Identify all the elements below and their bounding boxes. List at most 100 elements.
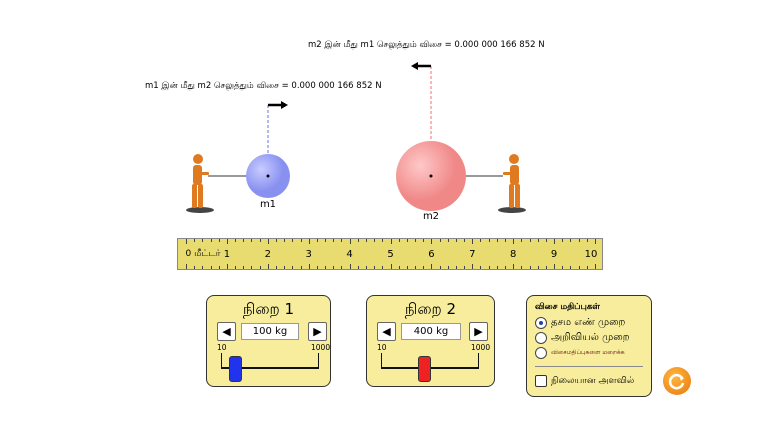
- ruler-number: 6: [428, 249, 435, 260]
- radio-decimal[interactable]: தசம எண் முறை: [535, 317, 625, 329]
- ruler-tick: [431, 239, 433, 244]
- mass1-increase-button[interactable]: ▶: [308, 322, 327, 341]
- ruler-tick: [595, 239, 596, 244]
- constant-size-checkbox[interactable]: நிலையான அளவில்: [535, 375, 634, 387]
- mass1-min-label: 10: [217, 343, 227, 352]
- ruler-tick: [537, 239, 539, 242]
- ruler-tick: [529, 266, 531, 269]
- ruler-tick: [570, 239, 572, 242]
- ruler-tick: [251, 239, 253, 242]
- ruler-tick: [357, 239, 359, 242]
- ruler-tick: [275, 239, 277, 242]
- ruler-tick: [259, 239, 261, 242]
- ruler-tick: [218, 266, 220, 269]
- ruler-tick: [365, 266, 367, 269]
- ruler-tick: [554, 239, 556, 244]
- checkbox[interactable]: [535, 375, 547, 387]
- mass1-slider-thumb[interactable]: [228, 356, 242, 382]
- ruler-tick: [341, 239, 343, 242]
- ruler-tick: [455, 266, 457, 269]
- ruler-tick: [595, 264, 596, 269]
- mass1-max-label: 1000: [311, 343, 331, 352]
- reset-icon: [668, 373, 685, 390]
- reset-button[interactable]: [663, 367, 691, 395]
- ruler-tick: [292, 266, 294, 269]
- ruler-tick: [562, 266, 564, 269]
- ruler-tick: [390, 239, 392, 244]
- ruler-tick: [235, 239, 237, 242]
- ruler-tick: [586, 266, 588, 269]
- mass2-min-label: 10: [377, 343, 387, 352]
- ruler-tick: [513, 264, 515, 269]
- ruler-tick: [365, 239, 367, 242]
- mass2-decrease-button[interactable]: ◀: [377, 322, 396, 341]
- ruler-number: 1: [223, 249, 231, 260]
- mass1-panel: நிறை 1 ◀ 100 kg ▶ 10 1000: [206, 295, 331, 387]
- ruler-tick: [202, 239, 204, 242]
- ruler-tick: [415, 266, 417, 269]
- ruler-tick: [202, 266, 204, 269]
- ruler-tick: [513, 239, 515, 244]
- ruler-tick: [349, 264, 351, 269]
- ruler-tick: [226, 239, 228, 244]
- ruler-tick: [472, 239, 474, 244]
- puller-right-figure: [498, 154, 526, 213]
- ruler-tick: [325, 239, 327, 242]
- ruler-tick: [218, 239, 220, 242]
- ruler-tick: [529, 239, 531, 242]
- ruler-tick: [235, 266, 237, 269]
- radio-button[interactable]: [535, 347, 547, 359]
- mass2-max-label: 1000: [471, 343, 491, 352]
- mass2-slider-thumb[interactable]: [418, 356, 432, 382]
- radio-hide-values[interactable]: விசைமதிப்புகளை மறைக்க: [535, 347, 625, 359]
- ruler-tick: [284, 266, 286, 269]
- ruler-tick: [398, 239, 400, 242]
- ruler-tick: [390, 264, 392, 269]
- ruler-tick: [226, 264, 228, 269]
- force-values-panel: விசை மதிப்புகள் தசம எண் முறை அறிவியல் மு…: [526, 295, 652, 397]
- ruler-tick: [186, 239, 187, 244]
- radio-button[interactable]: [535, 317, 547, 329]
- ruler-tick: [194, 239, 196, 242]
- mass1-value-field[interactable]: 100 kg: [241, 323, 299, 340]
- force-arrow-m1: [268, 101, 288, 109]
- ruler-number: 3: [305, 249, 312, 260]
- ruler-tick: [374, 266, 376, 269]
- mass1-decrease-button[interactable]: ◀: [217, 322, 236, 341]
- ruler-tick: [267, 239, 269, 244]
- ruler-tick: [562, 239, 564, 242]
- sim-canvas: [186, 62, 526, 213]
- force-arrow-m2: [411, 62, 431, 70]
- ruler-tick: [316, 239, 318, 242]
- ruler-tick: [578, 239, 580, 242]
- ruler-tick: [447, 266, 449, 269]
- m2-label: m2: [422, 211, 440, 222]
- ruler-number: 8: [510, 249, 517, 260]
- ruler-unit-label: 0 மீட்டர்: [185, 249, 221, 259]
- ruler-tick: [259, 266, 261, 269]
- ruler-tick: [505, 266, 507, 269]
- mass2-increase-button[interactable]: ▶: [469, 322, 488, 341]
- m1-label: m1: [259, 199, 277, 210]
- ruler-tick: [415, 239, 417, 242]
- ruler-tick: [464, 239, 466, 242]
- ruler-tick: [431, 264, 433, 269]
- ruler-tick: [210, 239, 212, 242]
- ruler-number: 7: [469, 249, 476, 260]
- radio-button[interactable]: [535, 332, 547, 344]
- radio-scientific[interactable]: அறிவியல் முறை: [535, 332, 630, 344]
- ruler-tick: [243, 239, 245, 242]
- force-values-title: விசை மதிப்புகள்: [535, 302, 600, 312]
- ruler-number: 10: [584, 249, 598, 260]
- mass2-value-field[interactable]: 400 kg: [401, 323, 461, 340]
- ruler-tick: [488, 266, 490, 269]
- ruler-tick: [578, 266, 580, 269]
- mass1-slider-track[interactable]: [221, 367, 319, 369]
- ruler-tick: [423, 266, 425, 269]
- ruler-tick: [333, 239, 335, 242]
- mass1-title: நிறை 1: [242, 300, 295, 318]
- ruler-tick: [496, 239, 498, 242]
- divider: [535, 366, 643, 367]
- ruler-tick: [488, 239, 490, 242]
